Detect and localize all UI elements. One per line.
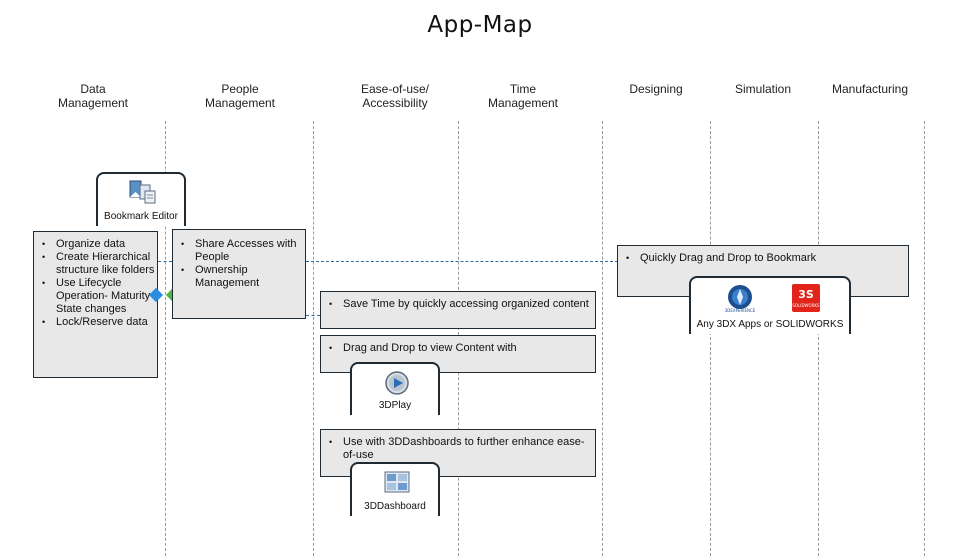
column-divider bbox=[924, 121, 925, 556]
svg-text:3S: 3S bbox=[798, 288, 814, 301]
drag-drop-view-box: Drag and Drop to view Content with bbox=[320, 335, 596, 373]
column-divider bbox=[602, 121, 603, 556]
column-header-ease-of-use: Ease-of-use/ Accessibility bbox=[360, 82, 430, 110]
connector-line bbox=[306, 315, 320, 316]
drag-drop-bookmark-box: Quickly Drag and Drop to Bookmark bbox=[617, 245, 909, 297]
people-management-box: Share Accesses with People Ownership Man… bbox=[172, 229, 306, 319]
column-header-time-management: Time Management bbox=[487, 82, 559, 110]
list-item: Save Time by quickly accessing organized… bbox=[321, 298, 595, 311]
list-item: Ownership Management bbox=[173, 264, 305, 290]
list-item: Lock/Reserve data bbox=[34, 316, 157, 329]
svg-text:SOLIDWORKS: SOLIDWORKS bbox=[792, 303, 820, 308]
3dexperience-compass-icon: 3DEXPERIENCE bbox=[725, 285, 755, 313]
list-item: Quickly Drag and Drop to Bookmark bbox=[618, 252, 908, 265]
column-divider bbox=[165, 121, 166, 556]
save-time-box: Save Time by quickly accessing organized… bbox=[320, 291, 596, 329]
3dplay-card[interactable]: 3DPlay bbox=[350, 362, 440, 415]
column-divider bbox=[818, 121, 819, 556]
list-item: Organize data bbox=[34, 238, 157, 251]
3ddashboard-card[interactable]: 3DDashboard bbox=[350, 462, 440, 516]
play-icon bbox=[385, 371, 409, 395]
bookmark-editor-icon bbox=[129, 180, 156, 204]
bookmark-editor-card[interactable]: Bookmark Editor bbox=[96, 172, 186, 226]
data-management-box: Organize data Create Hierarchical struct… bbox=[33, 231, 158, 378]
column-header-designing: Designing bbox=[629, 82, 683, 96]
any-apps-label: Any 3DX Apps or SOLIDWORKS bbox=[696, 319, 844, 330]
column-divider bbox=[313, 121, 314, 556]
3dplay-label: 3DPlay bbox=[378, 400, 412, 411]
column-header-data-management: Data Management bbox=[57, 82, 129, 110]
connector-line bbox=[158, 261, 172, 262]
any-apps-card[interactable]: 3DEXPERIENCE 3S SOLIDWORKS Any 3DX Apps … bbox=[689, 276, 851, 334]
list-item: Create Hierarchical structure like folde… bbox=[34, 251, 157, 277]
list-item: Use Lifecycle Operation- Maturity State … bbox=[34, 277, 157, 316]
dashboards-box: Use with 3DDashboards to further enhance… bbox=[320, 429, 596, 477]
list-item: Share Accesses with People bbox=[173, 238, 305, 264]
list-item: Drag and Drop to view Content with bbox=[321, 342, 595, 355]
connector-line bbox=[306, 261, 618, 262]
column-divider bbox=[710, 121, 711, 556]
dashboard-icon bbox=[384, 471, 410, 493]
column-header-simulation: Simulation bbox=[734, 82, 792, 96]
svg-text:3DEXPERIENCE: 3DEXPERIENCE bbox=[725, 308, 755, 313]
page-title: App-Map bbox=[427, 12, 533, 38]
list-item: Use with 3DDashboards to further enhance… bbox=[321, 436, 595, 462]
column-header-manufacturing: Manufacturing bbox=[831, 82, 909, 96]
bookmark-editor-label: Bookmark Editor bbox=[104, 211, 178, 222]
column-header-people-management: People Management bbox=[204, 82, 276, 110]
3ddashboard-label: 3DDashboard bbox=[364, 501, 426, 512]
solidworks-logo-icon: 3S SOLIDWORKS bbox=[792, 284, 820, 312]
